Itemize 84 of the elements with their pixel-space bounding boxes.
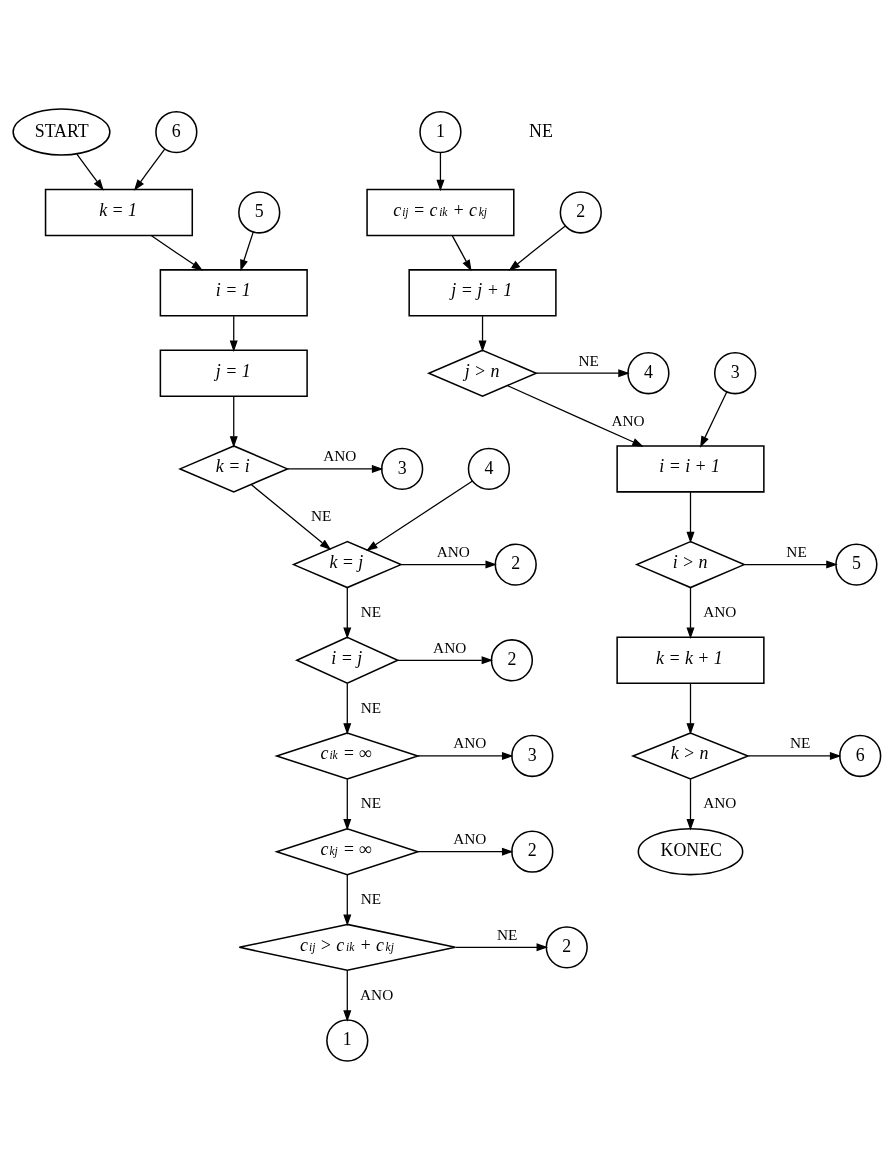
node-circle: 2 (494, 542, 537, 586)
arrow (229, 315, 238, 352)
edge-label: NE (786, 542, 807, 560)
node-circle: 1 (326, 1018, 369, 1062)
label: NE (529, 120, 553, 141)
node-circle: 6 (155, 110, 198, 153)
arrow (343, 969, 352, 1022)
node-box: i = 1 (159, 268, 308, 317)
edge-label: ANO (453, 733, 487, 751)
node-circle: 4 (467, 447, 511, 490)
arrow (229, 395, 238, 448)
node-diamond: ckj = ∞ (274, 827, 421, 875)
arrow (343, 682, 352, 735)
node-box: k = k + 1 (616, 636, 765, 684)
node-circle: 1 (419, 110, 462, 153)
node-circle: 3 (511, 734, 554, 777)
edge-label: ANO (703, 602, 737, 620)
arrow (454, 942, 549, 951)
edge-label: NE (360, 698, 382, 716)
arrow (343, 778, 352, 830)
edge-label: ANO (323, 446, 357, 464)
node-circle: 5 (238, 190, 281, 234)
node-diamond: j > n (426, 348, 539, 397)
node-box: j = 1 (159, 348, 308, 397)
arrow (508, 225, 566, 271)
arrow (451, 234, 472, 271)
node-box: k = 1 (44, 188, 194, 236)
node-circle: 5 (835, 542, 878, 586)
edge-label: NE (578, 351, 599, 369)
node-diamond: cik = ∞ (274, 731, 421, 780)
arrow (150, 234, 204, 271)
arrow (366, 480, 473, 551)
node-diamond: i = j (295, 635, 400, 684)
edge-label: ANO (703, 793, 737, 811)
node-circle: 6 (839, 734, 882, 777)
arrow (250, 483, 332, 550)
arrow (343, 873, 352, 926)
node-circle: 3 (713, 351, 757, 394)
edge-label: ANO (453, 829, 487, 847)
arrow (436, 151, 445, 191)
arrow (535, 368, 630, 377)
edge-label: NE (360, 889, 382, 907)
node-box: cij = cik + ckj (366, 188, 515, 236)
edge-label: NE (360, 793, 382, 811)
arrow (686, 491, 695, 543)
node-circle: 4 (627, 351, 670, 394)
arrow (397, 655, 494, 664)
node-diamond: k = i (178, 444, 290, 493)
arrow (743, 560, 838, 569)
arrow (240, 231, 254, 271)
node-box: j = j + 1 (408, 268, 557, 317)
node-circle: 2 (511, 829, 554, 873)
arrow (343, 586, 352, 639)
node-ellipse: START (12, 107, 111, 156)
arrow (400, 560, 497, 569)
edge-label: NE (496, 925, 518, 943)
arrow (686, 682, 695, 735)
arrow (417, 751, 514, 760)
edge-label: ANO (436, 542, 470, 560)
node-diamond: k > n (630, 731, 751, 780)
arrow (700, 390, 728, 448)
arrow (686, 778, 695, 830)
edge-label: NE (790, 733, 811, 751)
node-circle: 2 (559, 190, 602, 234)
arrow (417, 847, 514, 856)
node-circle: 3 (380, 447, 424, 490)
arrow (286, 464, 384, 473)
arrow (133, 147, 166, 191)
node-diamond: i > n (634, 540, 747, 588)
arrow (507, 384, 644, 447)
arrow (478, 315, 487, 352)
arrow (686, 586, 695, 639)
node-circle: 2 (545, 925, 588, 969)
edge-label: ANO (433, 638, 467, 656)
edge-label: ANO (360, 985, 394, 1003)
node-box: i = i + 1 (616, 444, 765, 493)
arrow (76, 153, 104, 191)
edge-label: ANO (611, 411, 645, 429)
node-circle: 2 (490, 638, 534, 681)
edge-label: NE (360, 602, 382, 620)
arrow (747, 751, 842, 760)
node-diamond: cij > cik + ckj (238, 923, 456, 971)
node-ellipse: KONEC (637, 827, 744, 875)
edge-label: NE (310, 506, 332, 524)
